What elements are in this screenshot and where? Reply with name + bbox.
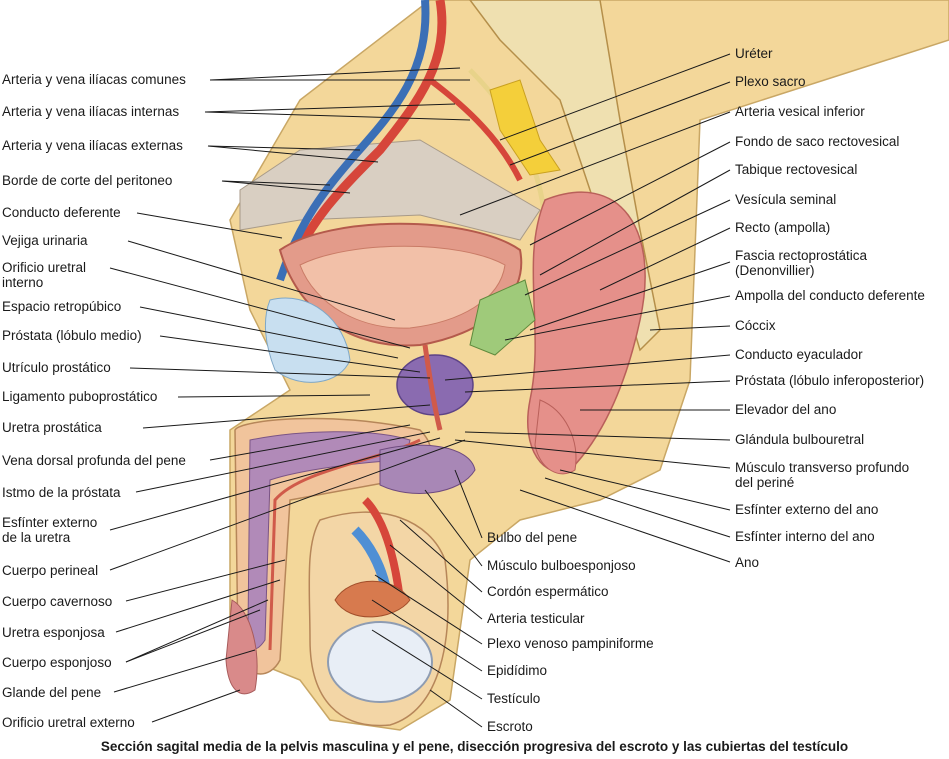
label-corpus-cavernosum: Cuerpo cavernoso: [2, 594, 113, 609]
label-prostatic-utricle: Utrículo prostático: [2, 360, 111, 375]
figure-caption: Sección sagital media de la pelvis mascu…: [100, 739, 849, 754]
iliac-vein: [276, 0, 430, 282]
label-ureter: Uréter: [735, 46, 773, 61]
label-deep-dorsal-vein: Vena dorsal profunda del pene: [2, 453, 186, 468]
pampiniform-plexus: [351, 526, 390, 587]
leader-lines-right: [444, 53, 731, 563]
label-prostatic-urethra: Uretra prostática: [2, 420, 102, 435]
sacral-plexus: [489, 79, 561, 176]
label-peritoneum-edge: Borde de corte del peritoneo: [2, 173, 173, 188]
spermatic-cord: [362, 497, 404, 601]
label-vas-deferens: Conducto deferente: [2, 205, 121, 220]
label-testicular-artery: Arteria testicular: [487, 611, 585, 626]
label-ampulla-vas-deferens: Ampolla del conducto deferente: [735, 288, 925, 303]
label-corpus-spongiosum: Cuerpo esponjoso: [2, 655, 112, 670]
label-internal-urethral-orifice: Orificio uretral interno: [2, 260, 87, 290]
label-pampiniform-plexus: Plexo venoso pampiniforme: [487, 636, 654, 651]
prostatic-urethra: [422, 344, 443, 431]
leader-lines-left: [109, 67, 471, 723]
label-bulb-of-penis: Bulbo del pene: [487, 530, 578, 545]
label-scrotum: Escroto: [487, 719, 533, 734]
label-prostate-isthmus: Istmo de la próstata: [2, 485, 121, 500]
leader-lines-center: [371, 469, 483, 728]
label-anus: Ano: [735, 555, 760, 570]
label-common-iliac: Arteria y vena ilíacas comunes: [2, 72, 186, 87]
label-spermatic-cord: Cordón espermático: [487, 584, 609, 599]
label-ejaculatory-duct: Conducto eyaculador: [735, 347, 863, 362]
label-external-urethral-sphincter: Esfínter externo de la uretra: [2, 515, 98, 545]
seminal-vesicle: [469, 279, 536, 356]
iliac-artery: [285, 0, 447, 272]
label-external-anal-sphincter: Esfínter externo del ano: [735, 502, 879, 517]
label-bulbospongiosus: Músculo bulboesponjoso: [487, 558, 636, 573]
label-epididymis: Epidídimo: [487, 663, 548, 678]
label-rectum-ampulla: Recto (ampolla): [735, 220, 831, 235]
sacrum: [469, 0, 661, 352]
label-urinary-bladder: Vejiga urinaria: [2, 233, 88, 248]
label-sacral-plexus: Plexo sacro: [735, 74, 806, 89]
label-levator-ani: Elevador del ano: [735, 402, 837, 417]
label-seminal-vesicle: Vesícula seminal: [735, 192, 837, 207]
label-rectoprostatic-fascia: Fascia rectoprostática (Denonvillier): [735, 248, 868, 278]
label-internal-anal-sphincter: Esfínter interno del ano: [735, 529, 875, 544]
epididymis: [334, 580, 411, 618]
label-retropubic-space: Espacio retropúbico: [2, 299, 122, 314]
peritoneum: [239, 139, 541, 241]
label-puboprostatic-ligament: Ligamento puboprostático: [2, 389, 158, 404]
label-testis: Testículo: [487, 691, 541, 706]
label-inferior-vesical-artery: Arteria vesical inferior: [735, 104, 865, 119]
label-bulbourethral-gland: Glándula bulbouretral: [735, 432, 865, 447]
glans: [225, 599, 258, 695]
label-internal-iliac: Arteria y vena ilíacas internas: [2, 104, 180, 119]
internal-iliac-artery: [428, 77, 523, 182]
label-glans: Glande del pene: [2, 685, 102, 700]
label-coccyx: Cóccix: [735, 318, 776, 333]
bulb-of-penis: [379, 444, 476, 494]
label-deep-transverse-perineal: Músculo transverso profundo del periné: [735, 460, 910, 490]
label-perineal-body: Cuerpo perineal: [2, 563, 99, 578]
testis: [327, 621, 433, 703]
rectum: [527, 191, 646, 473]
label-prostate-inferoposterior: Próstata (lóbulo inferoposterior): [735, 373, 925, 388]
label-rectovesical-septum: Tabique rectovesical: [735, 162, 858, 177]
label-prostate-middle-lobe: Próstata (lóbulo medio): [2, 328, 142, 343]
label-spongy-urethra: Uretra esponjosa: [2, 625, 105, 640]
label-rectovesical-pouch: Fondo de saco rectovesical: [735, 134, 900, 149]
label-external-iliac: Arteria y vena ilíacas externas: [2, 138, 183, 153]
anal-sphincter: [534, 399, 577, 475]
label-external-urethral-orifice: Orificio uretral externo: [2, 715, 135, 730]
